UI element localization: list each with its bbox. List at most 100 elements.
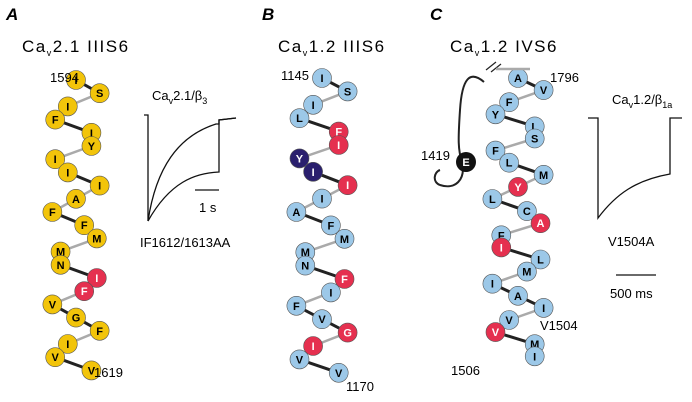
- residue-label: L: [537, 255, 544, 267]
- residue-label: A: [292, 207, 300, 219]
- residue-circle: [57, 162, 78, 183]
- residue-label: I: [346, 180, 349, 192]
- residue-label: V: [88, 365, 96, 377]
- residue-circle: [485, 322, 506, 342]
- residue-circle: [89, 320, 110, 341]
- residue-circle: [524, 346, 545, 367]
- residue-circle: [533, 80, 554, 100]
- residue-number-c-start: 1796: [550, 70, 579, 85]
- residue-circle: [334, 269, 355, 289]
- residue-circle: [328, 362, 349, 383]
- residue-number-b-start: 1145: [281, 68, 309, 83]
- residue-label: I: [542, 303, 545, 315]
- residue-circle: [295, 255, 316, 276]
- residue-circle: [86, 268, 107, 288]
- residue-circle: [66, 189, 86, 209]
- residue-circle: [303, 336, 323, 356]
- trace-c-title: Cav1.2/β1a: [612, 92, 672, 110]
- glutamate-residue: [456, 152, 476, 172]
- trace-a-baseline: [144, 114, 149, 221]
- residue-label: L: [296, 113, 303, 125]
- residue-circle: [45, 109, 66, 130]
- residue-label: I: [90, 128, 93, 140]
- residue-circle: [482, 189, 503, 209]
- helix-title-a: Cav2.1 IIIS6: [22, 37, 130, 58]
- residue-label: F: [498, 230, 505, 242]
- trace-a-title: Cav2.1/β3: [152, 88, 207, 106]
- trace-a-wildtype-curve: [147, 117, 237, 222]
- residue-label: V: [318, 314, 326, 326]
- panel-letter-a: A: [5, 5, 18, 24]
- residue-label: I: [337, 140, 340, 152]
- residue-circle: [524, 128, 545, 149]
- residue-circle: [50, 254, 71, 275]
- residue-label: Y: [296, 153, 304, 165]
- residue-circle: [499, 92, 519, 112]
- residue-label: I: [66, 339, 69, 351]
- glutamate-label: E: [462, 157, 469, 169]
- panel-letter-c: C: [430, 5, 443, 24]
- residue-circle: [517, 201, 537, 221]
- residue-circle: [66, 70, 86, 90]
- residue-circle: [321, 215, 341, 236]
- residue-circle: [303, 162, 323, 182]
- residue-label: S: [531, 134, 538, 146]
- residue-label: A: [514, 291, 522, 303]
- residue-circle: [289, 349, 310, 370]
- residue-circle: [328, 135, 349, 155]
- residue-label: V: [335, 368, 343, 380]
- residue-circle: [81, 136, 102, 156]
- residue-label: Y: [88, 141, 96, 153]
- residue-circle: [312, 188, 332, 209]
- residue-label: Y: [514, 182, 522, 194]
- residue-circle: [45, 149, 66, 169]
- residue-label: I: [95, 273, 98, 285]
- residue-label: I: [500, 242, 503, 254]
- trace-c-caption: V1504A: [608, 234, 655, 249]
- residue-label: F: [49, 207, 56, 219]
- residue-label: G: [72, 313, 81, 325]
- residue-label: I: [66, 101, 69, 113]
- residue-number-a-end: 1619: [94, 365, 123, 380]
- residue-label: I: [320, 194, 323, 206]
- loop-break-mark-1: [485, 61, 497, 71]
- residue-circle: [286, 202, 307, 222]
- residue-label: L: [506, 158, 513, 170]
- residue-circle: [86, 228, 107, 249]
- residue-circle: [81, 360, 102, 381]
- residue-number-b-end: 1170: [346, 379, 374, 394]
- trace-a-caption: IF1612/1613AA: [140, 235, 231, 250]
- panel-letter-b: B: [262, 5, 274, 24]
- residue-label: L: [489, 194, 496, 206]
- residue-label: F: [335, 127, 342, 139]
- residue-circle: [45, 347, 66, 368]
- residue-label: V: [492, 327, 500, 339]
- residue-circle: [66, 307, 86, 328]
- residue-label: A: [72, 194, 80, 206]
- helix-title-b: Cav1.2 IIIS6: [278, 37, 386, 58]
- residue-label: F: [328, 220, 335, 232]
- mutation-label-c: V1504: [540, 318, 578, 333]
- residue-label: M: [522, 267, 531, 279]
- residue-circle: [303, 95, 323, 115]
- residue-label: S: [96, 88, 103, 100]
- residue-label: Y: [492, 109, 500, 121]
- residue-circle: [42, 294, 63, 315]
- residue-circle: [334, 229, 355, 249]
- residue-label: I: [66, 167, 69, 179]
- trace-a-mutant-curve: [147, 117, 237, 222]
- residue-label: F: [506, 97, 513, 109]
- residue-circle: [57, 334, 78, 354]
- residue-label: F: [81, 286, 88, 298]
- residue-circle: [517, 261, 537, 282]
- residue-label: S: [344, 86, 351, 98]
- residue-circle: [530, 213, 551, 233]
- residue-circle: [530, 249, 551, 270]
- residue-circle: [485, 104, 506, 125]
- residue-label: V: [296, 354, 304, 366]
- residue-label: A: [537, 218, 545, 230]
- residue-circle: [508, 285, 528, 306]
- residue-circle: [499, 152, 519, 173]
